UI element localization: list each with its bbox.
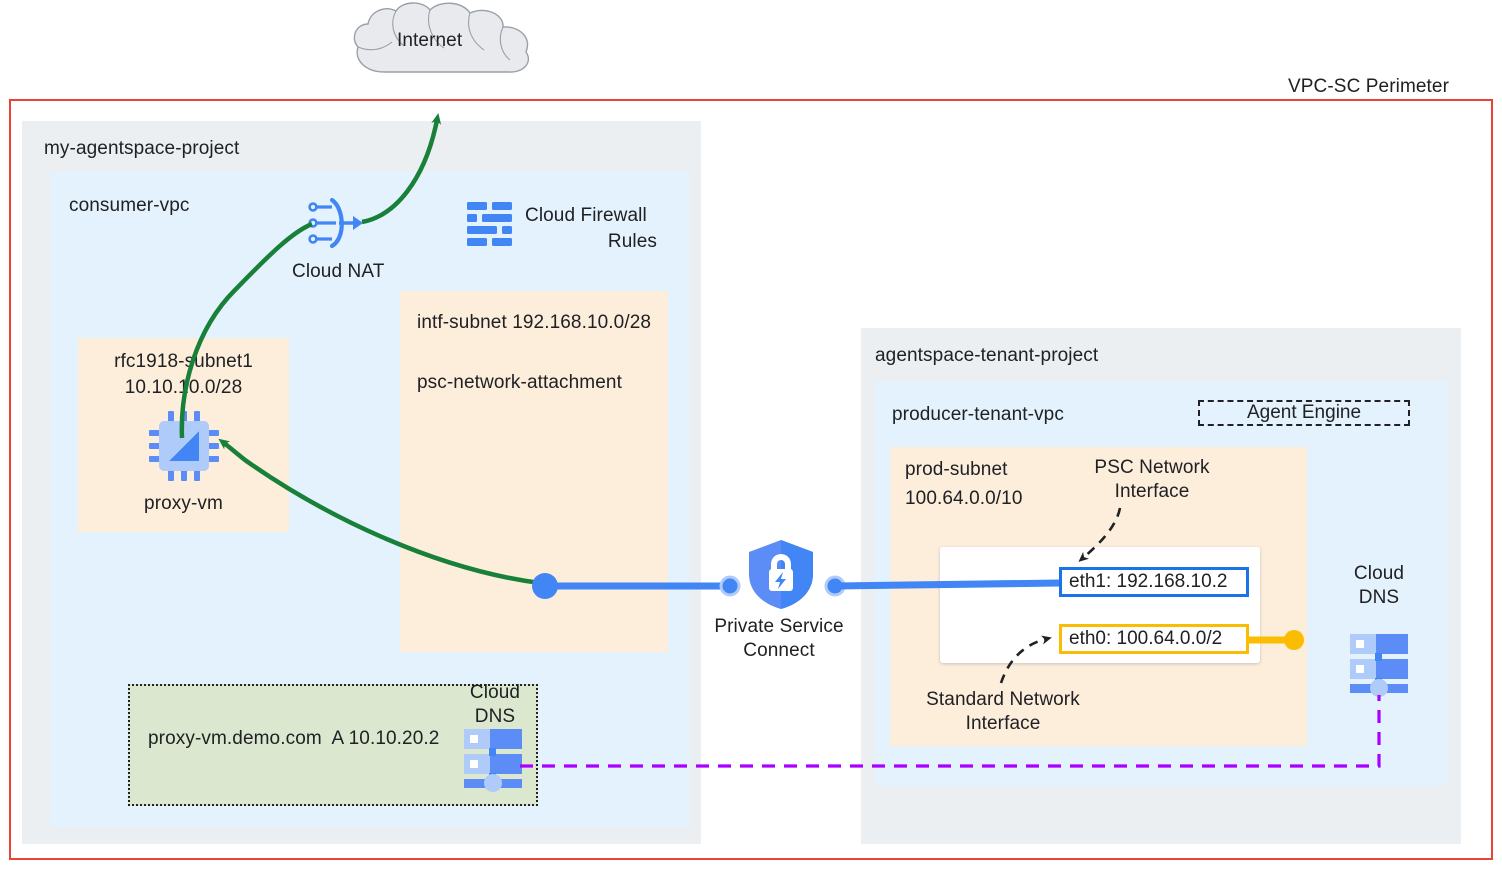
cloud-dns-icon <box>464 729 522 792</box>
psc-network-attachment-label: psc-network-attachment <box>417 372 622 393</box>
cloud-dns-left-line2: DNS <box>474 706 516 727</box>
std-nic-line1: Standard Network <box>926 689 1080 710</box>
interface-eth1: eth1: 192.168.10.2 <box>1059 567 1249 597</box>
proxy-vm-label: proxy-vm <box>144 493 223 514</box>
agent-engine-label: Agent Engine <box>1246 402 1362 423</box>
dns-a-record: proxy-vm.demo.com A 10.10.20.2 <box>148 728 440 749</box>
compute-chip-icon <box>149 411 219 481</box>
prod-subnet-name: prod-subnet <box>905 459 1008 480</box>
psc-nic-line1: PSC Network <box>1094 457 1210 478</box>
cloud-nat-label: Cloud NAT <box>292 261 385 282</box>
cloud-firewall-line1: Cloud Firewall <box>525 205 647 226</box>
interface-eth1-label: eth1: 192.168.10.2 <box>1069 571 1228 592</box>
cloud-firewall-icon <box>467 202 512 246</box>
agent-engine-box: Agent Engine <box>1198 400 1410 426</box>
cloud-firewall-line2: Rules <box>607 231 657 252</box>
cloud-icon <box>353 2 530 73</box>
cloud-dns-right-line2: DNS <box>1358 587 1400 608</box>
subnet-rfc1918-cidr: 10.10.10.0/28 <box>124 377 243 398</box>
std-nic-line2: Interface <box>965 713 1041 734</box>
interface-eth0-label: eth0: 100.64.0.0/2 <box>1069 628 1223 649</box>
prod-subnet-cidr: 100.64.0.0/10 <box>905 488 1023 509</box>
cloud-dns-icon <box>1350 634 1408 697</box>
vpc-producer-title: producer-tenant-vpc <box>892 404 1064 425</box>
psc-line2: Connect <box>743 640 815 661</box>
project-consumer-title: my-agentspace-project <box>44 138 240 159</box>
project-tenant-title: agentspace-tenant-project <box>875 345 1099 366</box>
psc-line1: Private Service <box>714 616 844 637</box>
intf-subnet-name: intf-subnet 192.168.10.0/28 <box>417 312 652 333</box>
vpc-consumer-title: consumer-vpc <box>69 195 190 216</box>
vpc-sc-perimeter-label: VPC-SC Perimeter <box>1288 76 1450 97</box>
cloud-nat-icon <box>308 197 363 249</box>
subnet-rfc1918-name: rfc1918-subnet1 <box>114 351 253 372</box>
interface-eth0: eth0: 100.64.0.0/2 <box>1059 624 1249 654</box>
cloud-dns-left-line1: Cloud <box>469 682 521 703</box>
cloud-dns-right-line1: Cloud <box>1353 563 1405 584</box>
psc-nic-line2: Interface <box>1114 481 1190 502</box>
internet-label: Internet <box>397 30 463 51</box>
vpc-sc-perimeter-box <box>9 99 1493 860</box>
subnet-intf-subnet <box>400 291 668 652</box>
shield-lock-icon <box>749 540 813 609</box>
